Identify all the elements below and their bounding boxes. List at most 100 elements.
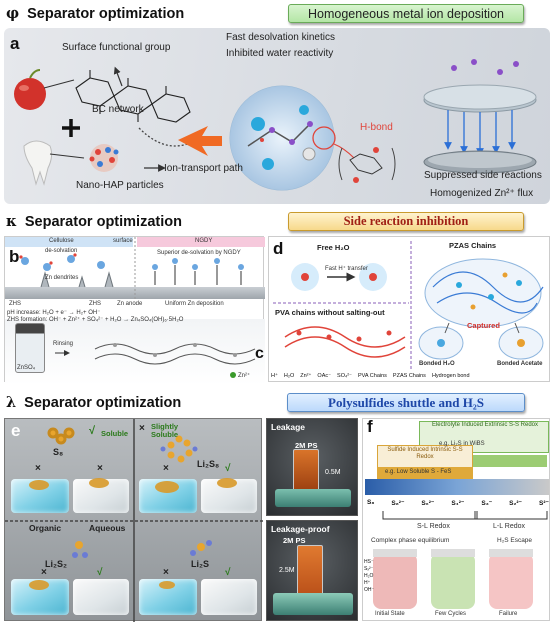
species-scale-bar [365, 479, 549, 495]
complex-label: Complex phase equilibrium [371, 537, 450, 544]
zhs-label-2: ZHS [89, 301, 101, 307]
species-tick: S₆²⁻ [421, 500, 435, 507]
s8-molecule-icon [47, 427, 75, 445]
surface-label: surface [113, 238, 133, 244]
aqueous-label: Aqueous [89, 523, 126, 533]
homogenized-label: Homogenized Zn²⁺ flux [430, 188, 534, 199]
li2s2-molecule-icon [72, 541, 88, 558]
legend-item: SO₄²⁻ [337, 373, 352, 379]
panel-b-graphic [19, 237, 256, 378]
initial-state-label: Initial State [375, 611, 405, 617]
suppressed-label: Suppressed side reactions [424, 170, 542, 181]
uniform-label: Uniform Zn deposition [165, 301, 224, 307]
few-cycles-jar-image [431, 553, 475, 609]
bonded-acetate-label: Bonded Acetate [497, 361, 543, 367]
species-tick: S₄²⁻ [451, 500, 465, 507]
zhs-equation: ZHS formation: OH⁻ + Zn²⁺ + SO₄²⁻ + H₂O … [7, 317, 184, 323]
legend-item: H⁺ [271, 373, 278, 379]
height-top-label: 0.5M [325, 469, 341, 476]
fruit-icon [14, 78, 46, 110]
panel-f: f Electrolyte Induced Extrinsic S-S Redo… [362, 417, 550, 621]
section-symbol: φ [6, 5, 20, 22]
panel-letter-d: d [273, 239, 284, 258]
li2s8-label: Li₂S₈ [197, 459, 220, 469]
inhibited-water-label: Inhibited water reactivity [226, 48, 334, 59]
cellulose-structure-icon [75, 70, 191, 123]
panel-d-legend: H⁺ H₂O Zn²⁺ OAc⁻ SO₄²⁻ PVA Chains PZAS C… [271, 371, 549, 381]
species-list: HS⁻ Sₓ²⁻ H₂O H⁺ OH⁻ [364, 559, 374, 594]
ps-bottom-label: 2M PS [283, 536, 306, 545]
rinsing-label: Rinsing [53, 341, 74, 347]
pva-label: PVA chains without salting-out [275, 308, 385, 317]
species-item: Sₓ²⁻ [364, 566, 374, 572]
surface-group-label: Surface functional group [62, 42, 171, 53]
legend-item: Hydrogen bond [431, 373, 470, 379]
panel-letter-f: f [367, 417, 373, 436]
slightly-soluble-label: Slightly Soluble [151, 422, 179, 439]
electrolyte-title: Electrolyte Induced Extrinsic S-S Redox [431, 422, 539, 428]
aqueous-cube [73, 579, 129, 615]
ps-column-image [297, 545, 323, 599]
ps-top-label: 2M PS [295, 441, 318, 450]
desolvation-label: de-solvation [45, 248, 78, 254]
bonded-h2o-label: Bonded H₂O [419, 361, 455, 367]
fast-desolvation-label: Fast desolvation kinetics [226, 32, 335, 43]
panel-d: c d Free H₂O Fast H⁺ transfer PZAS Chain… [255, 236, 550, 382]
ngdy-band [137, 237, 265, 247]
sulfide-title: Sulfide Induced Intrinsic S-S Redox [387, 447, 463, 460]
legend-item: PVA Chains [357, 373, 387, 379]
topic-pill-3: Polysulfides shuttle and H₂S [287, 393, 525, 412]
captured-label: Captured [467, 321, 500, 330]
aqueous-cube [201, 579, 257, 615]
species-item: H⁺ [364, 580, 371, 586]
initial-jar-image [373, 553, 417, 609]
nano-hap-label: Nano-HAP particles [76, 180, 164, 191]
failure-jar-image [489, 553, 533, 609]
ps-column-image [293, 449, 319, 493]
fes-band [377, 467, 473, 479]
zn-anode-label: Zn anode [117, 301, 143, 307]
organic-label: Organic [29, 523, 62, 533]
cross-mark: × [35, 463, 41, 474]
eg-low-label: e.g. Low Soluble S - FeS [385, 469, 452, 475]
species-tick: S₈ [367, 499, 375, 506]
few-cycles-label: Few Cycles [435, 611, 467, 617]
legend-item: OAc⁻ [317, 373, 332, 379]
h2s-escape-label: H₂S Escape [497, 537, 533, 544]
species-tick: S₃⁻ [481, 500, 493, 507]
ll-redox-label: L-L Redox [493, 523, 526, 530]
vial-label: ZnSO₄ [17, 365, 36, 371]
section-title: Separator optimization [27, 6, 185, 22]
pzas-label: PZAS Chains [449, 241, 497, 250]
li2s8-molecule-icon [160, 435, 198, 463]
cross-mark: × [139, 423, 145, 434]
section-symbol: λ [6, 394, 17, 411]
height-bottom-label: 2.5M [279, 567, 295, 574]
species-tick: S₈²⁻ [391, 500, 405, 507]
cross-mark: × [97, 463, 103, 474]
species-item: HS⁻ [364, 559, 374, 565]
li2s2-label: Li₂S₂ [45, 559, 67, 569]
vial-image [15, 323, 45, 373]
panel-letter-c: c [255, 345, 264, 362]
failure-label: Failure [499, 611, 518, 617]
cross-mark: × [163, 463, 169, 474]
cross-mark: × [163, 567, 169, 578]
species-item: H₂O [364, 573, 374, 579]
free-water-label: Free H₂O [317, 243, 350, 252]
panel-letter-b: b [9, 247, 20, 266]
molecule-drawings [29, 427, 237, 590]
cross-mark: × [41, 567, 47, 578]
leakage-label: Leakage [271, 422, 306, 432]
check-mark: √ [225, 463, 231, 474]
panel-letter-e: e [11, 421, 21, 440]
zn-legend-label: Zn²⁺ [238, 373, 251, 379]
dendrites-label: Zn dendrites [45, 275, 79, 281]
panel-b: b Cellulose de-solvation surface NGDY Su… [4, 236, 265, 385]
leakage-proof-photo: Leakage-proof 2M PS 2.5M [266, 520, 358, 621]
s8-label: S₈ [53, 447, 64, 457]
hbond-label: H-bond [360, 122, 393, 133]
cellulose-band [5, 237, 133, 247]
species-tick: S₂²⁻ [509, 500, 522, 507]
topic-pill-1: Homogeneous metal ion deposition [288, 4, 524, 23]
